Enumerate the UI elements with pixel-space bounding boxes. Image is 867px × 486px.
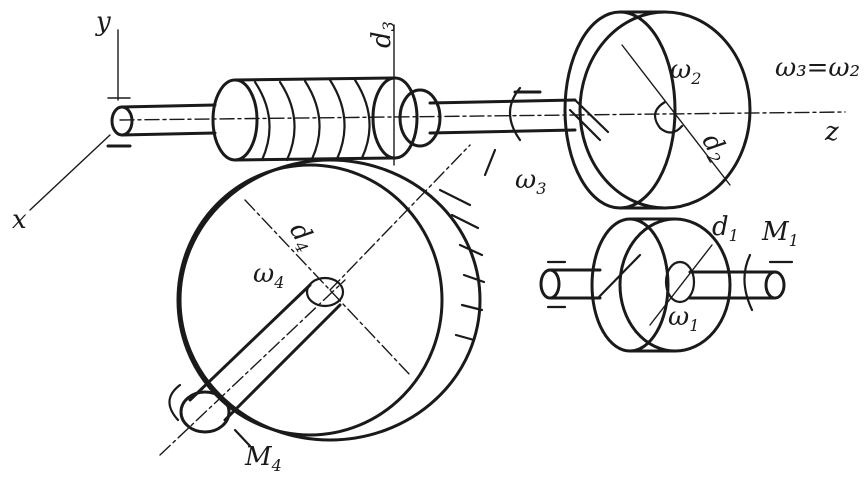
label-equation: ω₃=ω₂ [775, 53, 860, 83]
worm-shaft-collar [398, 88, 442, 148]
gear-1-shaft-end [764, 270, 786, 300]
x-axis [29, 134, 111, 211]
label-omega4: ω [253, 259, 274, 289]
svg-text:M1: M1 [761, 217, 799, 250]
worm-right-bearing [483, 148, 497, 177]
worm-wheel-shaft [188, 283, 342, 422]
coordinate-axes [29, 29, 846, 211]
gear-1-hub [664, 260, 696, 304]
label-y: y [95, 7, 111, 37]
worm-shaft-left [120, 103, 217, 137]
labels: y x z d3 ω2 d2 ω₃=ω₂ ω3 d4 ω4 d1 M1 ω1 M… [12, 7, 860, 475]
label-M1: M [761, 217, 790, 247]
label-omega4-sub: 4 [273, 273, 284, 292]
svg-text:y: y [95, 7, 111, 37]
worm-threads [253, 78, 371, 162]
label-M4-sub: 4 [271, 456, 282, 475]
svg-text:d2: d2 [695, 128, 735, 167]
worm-wheel-shaft-end [179, 390, 231, 434]
svg-text:z: z [824, 117, 839, 147]
label-d1: d [712, 212, 729, 242]
gear-1-edges [628, 217, 677, 353]
label-M1-sub: 1 [789, 231, 799, 250]
worm-wheel-teeth [438, 188, 486, 342]
worm-wheel-hub [305, 276, 345, 308]
svg-text:d4: d4 [282, 218, 322, 257]
gear-1 [539, 217, 794, 353]
gear-2 [563, 10, 752, 210]
svg-text:ω₃=ω₂: ω₃=ω₂ [775, 53, 860, 83]
worm-wheel-shaft-axis [159, 279, 346, 456]
svg-text:x: x [12, 205, 27, 235]
m1-torque-arrow [546, 253, 794, 312]
svg-text:ω3: ω3 [515, 165, 546, 198]
label-omega1: ω [668, 302, 689, 332]
omega2-rotation-arrow [653, 100, 684, 134]
label-x: x [12, 205, 27, 235]
worm-right-face [371, 76, 419, 160]
gear-1-shaft [548, 268, 777, 300]
d1-dimension-line [649, 244, 713, 326]
omega3-rotation-arrow [508, 86, 522, 142]
svg-text:ω1: ω1 [668, 302, 699, 335]
worm-left-face [211, 78, 259, 162]
z-axis [119, 111, 846, 121]
worm-wheel [159, 144, 486, 456]
worm [211, 24, 419, 166]
worm-wheel-rim-back [178, 158, 482, 442]
label-M4: M [244, 442, 273, 472]
worm-shaft-right [428, 98, 577, 135]
worm-shaft-end [110, 105, 134, 137]
label-omega2-sub: 2 [690, 69, 701, 88]
gear-1-back [590, 217, 670, 353]
svg-text:d3: d3 [367, 21, 398, 48]
gear-1-mesh-line [596, 253, 642, 300]
worm-wheel-axis-line [329, 144, 471, 291]
label-z: z [824, 117, 839, 147]
d2-dimension-line [621, 44, 731, 186]
label-d3: d [367, 31, 397, 48]
svg-text:ω2: ω2 [670, 55, 701, 88]
label-d3-sub: 3 [379, 21, 398, 31]
worm-wheel-face [176, 163, 444, 437]
worm-shaft [106, 88, 577, 148]
label-omega1-sub: 1 [689, 316, 699, 335]
d4-dimension-line [244, 199, 411, 376]
label-d1-sub: 1 [729, 226, 739, 245]
label-omega3: ω [515, 165, 536, 195]
gear-2-shaft [568, 98, 610, 142]
m4-torque-arrow [168, 383, 252, 448]
label-omega2: ω [670, 55, 691, 85]
svg-text:d1: d1 [712, 212, 739, 245]
svg-text:ω4: ω4 [253, 259, 284, 292]
label-omega3-sub: 3 [536, 179, 546, 198]
gear-2-edges [618, 10, 667, 210]
svg-text:M4: M4 [244, 442, 282, 475]
gear-1-shaft-left-end [539, 268, 561, 300]
